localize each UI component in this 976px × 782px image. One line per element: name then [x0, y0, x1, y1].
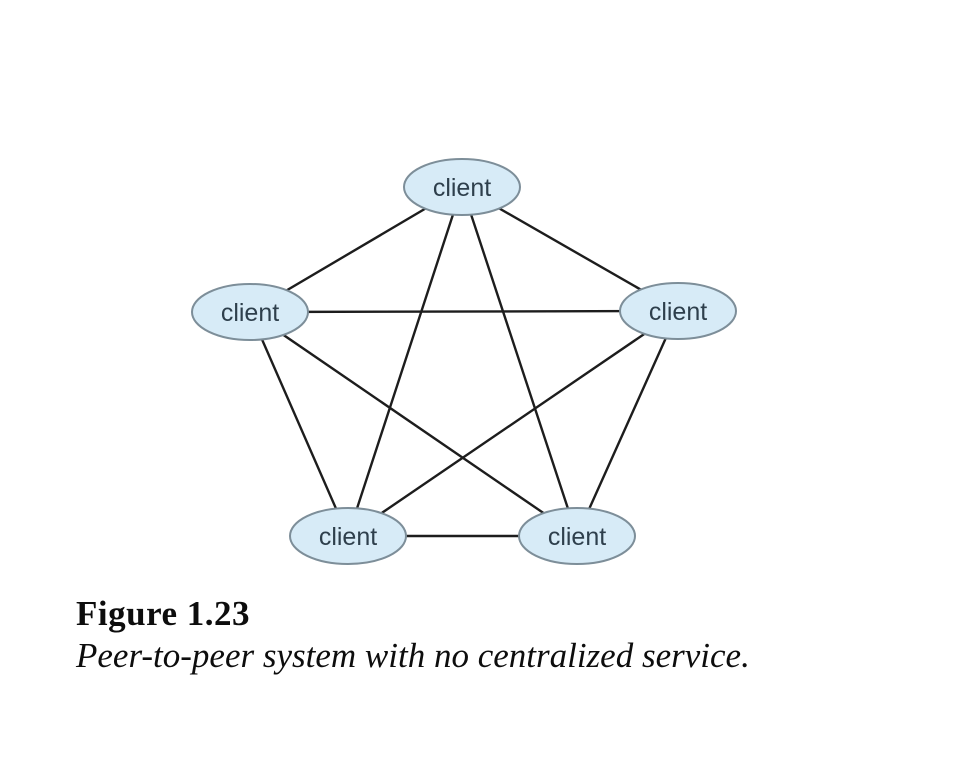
node-client-left: client [191, 283, 309, 341]
figure-caption: Figure 1.23 Peer-to-peer system with no … [76, 593, 750, 677]
node-client-right: client [619, 282, 737, 340]
edge-right-bottomright [575, 309, 680, 538]
client-label: client [433, 174, 491, 202]
client-ellipse [619, 282, 737, 340]
edge-top-bottomleft [346, 185, 464, 538]
client-ellipse [191, 283, 309, 341]
figure-description: Peer-to-peer system with no centralized … [76, 636, 750, 675]
client-ellipse [289, 507, 407, 565]
edge-left-bottomleft [248, 310, 350, 538]
client-label: client [548, 523, 606, 551]
client-label: client [221, 299, 279, 327]
node-client-bottom-right: client [518, 507, 636, 565]
client-ellipse [518, 507, 636, 565]
edge-group [248, 185, 680, 538]
node-client-bottom-left: client [289, 507, 407, 565]
client-label: client [649, 298, 707, 326]
client-ellipse [403, 158, 521, 216]
edge-left-right [248, 309, 680, 314]
figure-number: Figure 1.23 [76, 594, 251, 633]
edge-left-bottomright [248, 310, 579, 538]
edge-top-bottomright [460, 185, 579, 538]
client-label: client [319, 523, 377, 551]
node-client-top: client [403, 158, 521, 216]
edge-right-bottomleft [346, 309, 680, 538]
